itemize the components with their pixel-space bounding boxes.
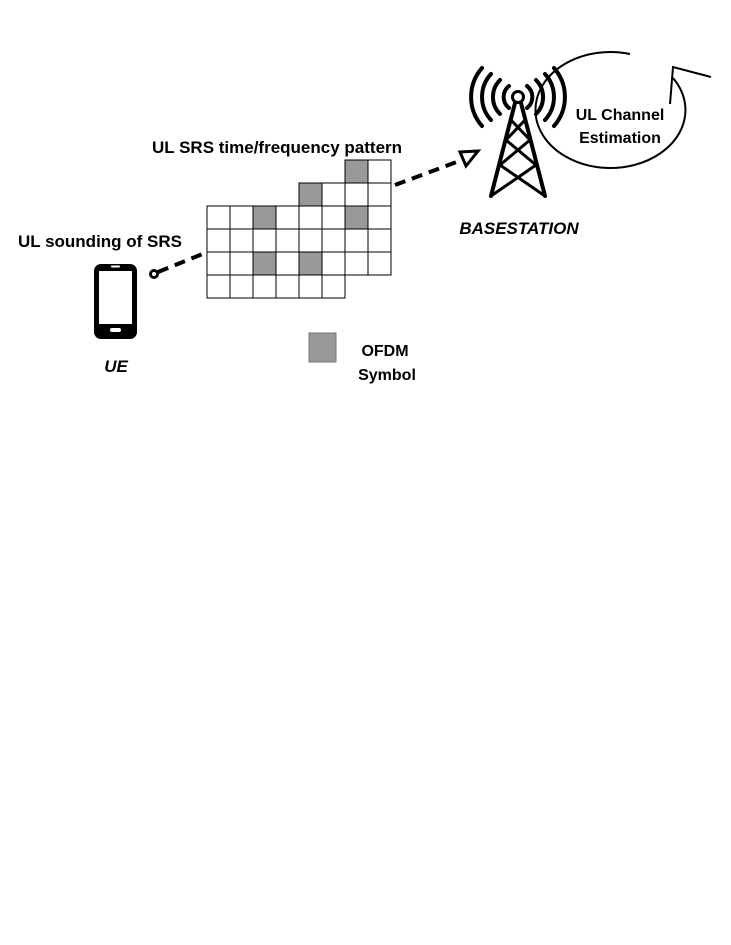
link-start-dot <box>149 269 159 279</box>
ue-label: UE <box>104 357 128 376</box>
srs-grid-layer-middle <box>298 182 346 299</box>
ofdm-symbol-cell-shaded <box>252 205 277 230</box>
ofdm-symbol-cell <box>344 182 369 207</box>
ofdm-symbol-cell <box>275 228 300 253</box>
ofdm-symbol-cell <box>229 274 254 299</box>
uplink-arrow-line <box>394 158 463 187</box>
ofdm-symbol-cell <box>298 228 323 253</box>
ofdm-symbol-cell <box>367 228 392 253</box>
ofdm-symbol-cell <box>321 228 346 253</box>
ofdm-symbol-cell <box>298 205 323 230</box>
ofdm-symbol-cell <box>252 274 277 299</box>
srs-grid-layer-front <box>206 205 300 299</box>
ofdm-symbol-cell-shaded <box>344 205 369 230</box>
ofdm-symbol-cell-shaded <box>298 182 323 207</box>
ofdm-symbol-cell <box>367 159 392 184</box>
ofdm-symbol-cell <box>206 228 231 253</box>
ofdm-symbol-cell <box>298 274 323 299</box>
ofdm-symbol-cell <box>344 251 369 276</box>
ofdm-symbol-cell-shaded <box>344 159 369 184</box>
ofdm-symbol-cell <box>206 205 231 230</box>
ofdm-symbol-cell <box>344 228 369 253</box>
legend-label-line2: Symbol <box>358 367 416 384</box>
ofdm-symbol-cell <box>229 205 254 230</box>
legend-swatch <box>308 332 337 363</box>
ofdm-symbol-cell-shaded <box>298 251 323 276</box>
srs-pattern-label: UL SRS time/frequency pattern <box>152 138 402 157</box>
basestation-label: BASESTATION <box>459 219 579 238</box>
ofdm-symbol-cell <box>321 274 346 299</box>
ofdm-symbol-cell <box>367 251 392 276</box>
antenna-tower-icon <box>469 66 567 198</box>
ofdm-symbol-cell <box>229 228 254 253</box>
uplink-dashed-line <box>157 251 206 274</box>
ofdm-symbol-cell <box>206 251 231 276</box>
ofdm-symbol-cell <box>275 205 300 230</box>
legend-label-line1: OFDM <box>361 343 408 360</box>
ofdm-symbol-cell <box>206 274 231 299</box>
srs-grid-layer-back <box>344 159 392 276</box>
circular-arrow-icon <box>534 51 712 169</box>
channel-estimation-line1: UL Channel <box>576 107 665 124</box>
smartphone-icon <box>94 264 137 339</box>
channel-estimation-line2: Estimation <box>579 130 661 147</box>
ofdm-symbol-cell <box>229 251 254 276</box>
ofdm-symbol-cell <box>367 205 392 230</box>
ofdm-symbol-cell <box>321 251 346 276</box>
ofdm-symbol-cell <box>367 182 392 207</box>
arrow-head-icon <box>457 149 482 169</box>
ue-to-grid-link <box>149 251 206 279</box>
ofdm-symbol-cell <box>275 274 300 299</box>
ofdm-symbol-cell <box>321 205 346 230</box>
ofdm-symbol-cell <box>252 228 277 253</box>
ofdm-symbol-cell <box>321 182 346 207</box>
ofdm-symbol-cell <box>275 251 300 276</box>
ofdm-symbol-cell-shaded <box>252 251 277 276</box>
grid-to-basestation-link <box>394 149 482 187</box>
ul-sounding-label: UL sounding of SRS <box>18 232 182 251</box>
